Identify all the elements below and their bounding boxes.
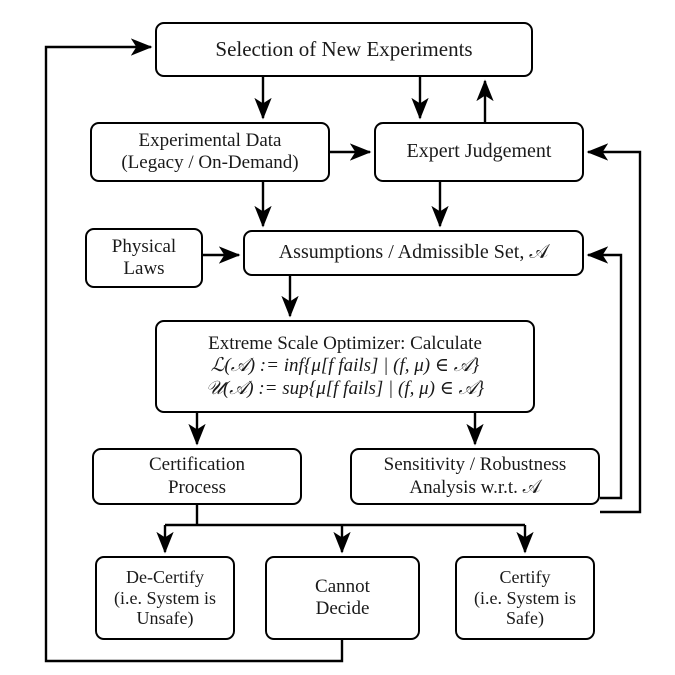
node-physical-laws[interactable]: Physical Laws (85, 228, 203, 288)
node-label-line2: Laws (123, 258, 165, 279)
formula-upper-bound: 𝒰(𝒜) := sup{μ[f fails] | (f, μ) ∈ 𝒜} (205, 377, 485, 399)
node-label-line2: (i.e. System is (474, 587, 576, 608)
formula-lower-bound: ℒ(𝒜) := inf{μ[f fails] | (f, μ) ∈ 𝒜} (210, 355, 480, 377)
node-label-line2: (Legacy / On-Demand) (121, 152, 299, 173)
node-experimental-data[interactable]: Experimental Data (Legacy / On-Demand) (90, 122, 330, 182)
node-label: Expert Judgement (406, 140, 552, 163)
node-label: Assumptions / Admissible Set, 𝒜 (278, 241, 549, 264)
node-label-line2: (i.e. System is (114, 587, 216, 608)
node-label-line1: De-Certify (126, 566, 204, 587)
node-label-line1: Certification (148, 454, 246, 476)
node-label-line3: Unsafe) (136, 608, 194, 629)
node-label-line2: Analysis w.r.t. 𝒜 (409, 476, 541, 498)
node-extreme-scale-optimizer[interactable]: Extreme Scale Optimizer: Calculate ℒ(𝒜) … (155, 320, 535, 413)
node-selection-of-new-experiments[interactable]: Selection of New Experiments (155, 22, 533, 77)
node-certification-process[interactable]: Certification Process (92, 448, 302, 505)
node-label-line1: Sensitivity / Robustness (383, 454, 567, 476)
node-label-line1: Cannot (315, 575, 370, 597)
node-label-line1: Physical (111, 235, 177, 257)
node-label-line2: Process (167, 476, 227, 498)
node-label-line1: Extreme Scale Optimizer: Calculate (208, 333, 482, 355)
node-label: Selection of New Experiments (215, 37, 473, 62)
node-label-line3: Safe) (506, 608, 544, 629)
node-expert-judgement[interactable]: Expert Judgement (374, 122, 584, 182)
node-sensitivity-robustness-analysis[interactable]: Sensitivity / Robustness Analysis w.r.t.… (350, 448, 600, 505)
node-de-certify[interactable]: De-Certify (i.e. System is Unsafe) (95, 556, 235, 640)
node-label-line2: Decide (315, 598, 370, 619)
node-assumptions-admissible-set[interactable]: Assumptions / Admissible Set, 𝒜 (243, 230, 584, 276)
node-cannot-decide[interactable]: Cannot Decide (265, 556, 420, 640)
node-label-line1: Experimental Data (138, 129, 282, 151)
node-certify[interactable]: Certify (i.e. System is Safe) (455, 556, 595, 640)
edge-certification-process-bus (165, 505, 525, 527)
node-label-line1: Certify (499, 566, 551, 587)
